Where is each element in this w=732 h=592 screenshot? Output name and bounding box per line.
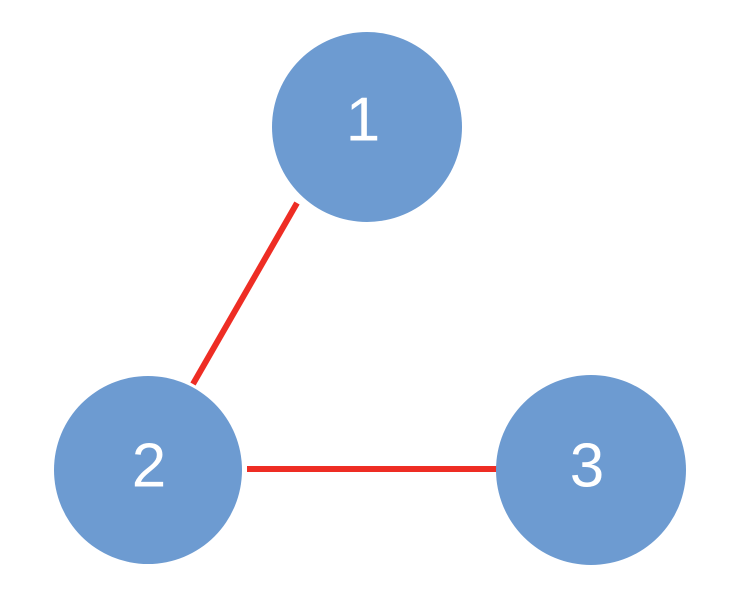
node-1[interactable]: 1 <box>272 32 462 222</box>
node-layer: 1 2 3 <box>54 32 686 565</box>
node-2-circle[interactable] <box>54 376 242 564</box>
node-1-circle[interactable] <box>272 32 462 222</box>
node-3-circle[interactable] <box>496 375 686 565</box>
node-2[interactable]: 2 <box>54 376 242 564</box>
edge-layer <box>190 201 497 472</box>
node-3-label: 3 <box>570 431 604 500</box>
edge-1-2[interactable] <box>190 201 300 386</box>
node-1-label: 1 <box>346 85 380 154</box>
node-2-label: 2 <box>132 431 166 500</box>
node-3[interactable]: 3 <box>496 375 686 565</box>
